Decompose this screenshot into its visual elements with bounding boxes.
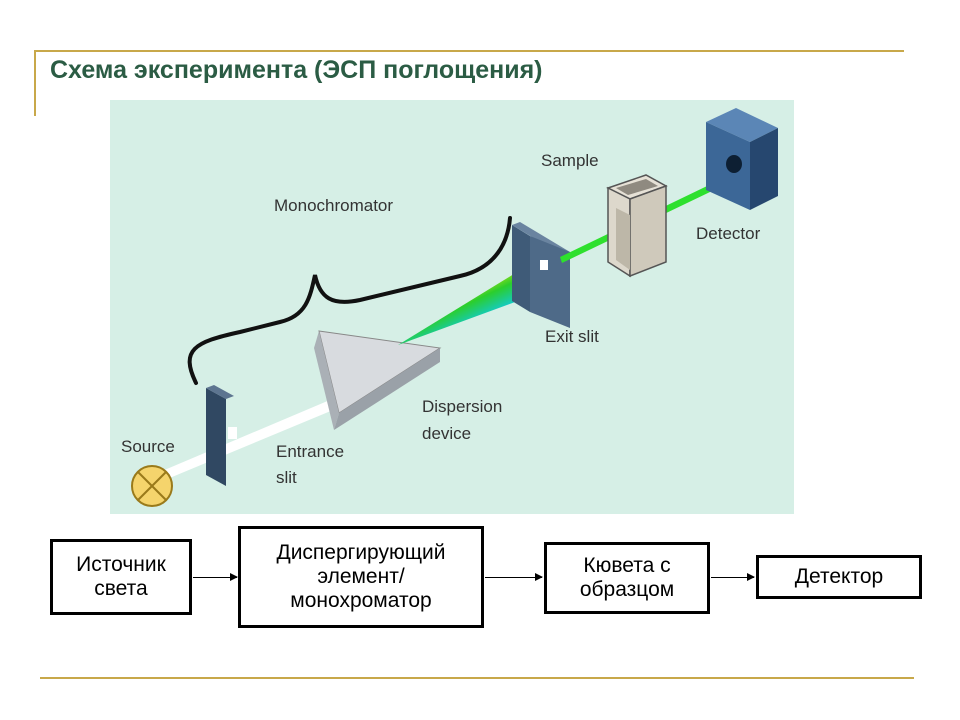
- flow-box-monochromator: Диспергирующий элемент/ монохроматор: [238, 526, 484, 628]
- monochromator-brace: [187, 216, 512, 385]
- label-detector: Detector: [696, 224, 761, 243]
- sample-cuvette: [606, 174, 668, 278]
- label-entrance-line2: slit: [276, 468, 297, 487]
- light-source: [131, 465, 173, 507]
- label-monochromator: Monochromator: [274, 196, 393, 215]
- label-dispersion-line2: device: [422, 424, 471, 443]
- flow-box-light-source: Источник света: [50, 539, 192, 615]
- slide-title: Схема эксперимента (ЭСП поглощения): [50, 56, 543, 84]
- label-sample: Sample: [541, 151, 599, 170]
- flow-box-detector: Детектор: [756, 555, 922, 599]
- label-dispersion-line1: Dispersion: [422, 397, 502, 416]
- bottom-rule: [40, 677, 914, 679]
- exit-slit: [512, 222, 570, 328]
- entrance-slit: [206, 385, 237, 486]
- left-rule: [34, 50, 36, 116]
- detector-box: [706, 108, 778, 210]
- label-entrance-line1: Entrance: [276, 442, 344, 461]
- dispersion-prism: [314, 330, 442, 430]
- label-source: Source: [121, 437, 175, 456]
- flow-arrow-1: [193, 573, 238, 581]
- spectrophotometer-diagram: Sample Monochromator Detector Exit slit …: [110, 100, 794, 514]
- flow-box-cuvette: Кювета с образцом: [544, 542, 710, 614]
- label-exit-slit: Exit slit: [545, 327, 599, 346]
- flow-arrow-2: [485, 573, 543, 581]
- flow-arrow-3: [711, 573, 755, 581]
- top-rule: [34, 50, 904, 52]
